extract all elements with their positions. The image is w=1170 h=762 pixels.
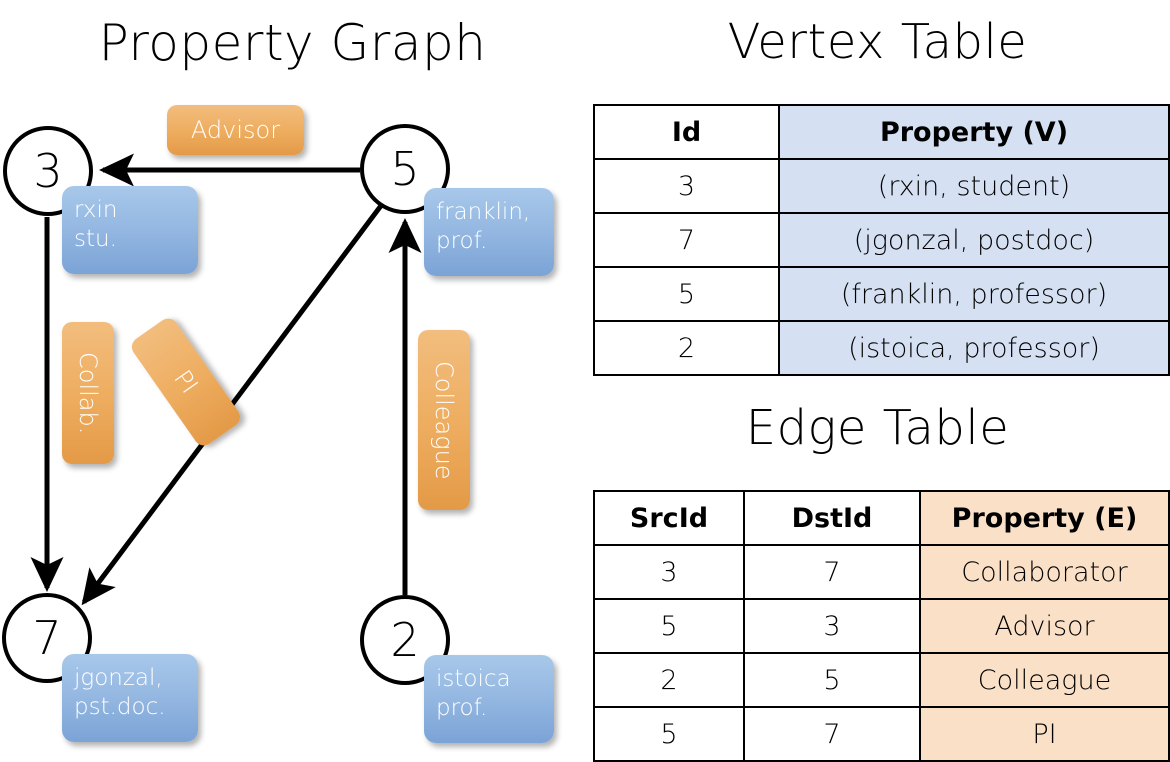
cell-id: 5	[593, 266, 780, 322]
edge-table: SrcId DstId Property (E) 3 7 Collaborato…	[593, 490, 1170, 762]
graph-node-label: 2	[390, 613, 420, 667]
table-row: 2 (istoica, professor)	[593, 320, 1170, 376]
cell-property: (istoica, professor)	[778, 320, 1170, 376]
cell-srcid: 5	[593, 706, 745, 762]
cell-dstid: 7	[743, 706, 921, 762]
cell-id: 7	[593, 212, 780, 268]
page-title-edge-table: Edge Table	[745, 400, 1010, 456]
table-header-row: Id Property (V)	[593, 104, 1170, 160]
cell-property: (jgonzal, postdoc)	[778, 212, 1170, 268]
cell-property: (rxin, student)	[778, 158, 1170, 214]
graph-node-label: 3	[33, 144, 63, 198]
cell-property: (franklin, professor)	[778, 266, 1170, 322]
cell-srcid: 5	[593, 598, 745, 654]
table-row: 3 7 Collaborator	[593, 544, 1170, 600]
table-row: 5 7 PI	[593, 706, 1170, 762]
vertex-property-box-7: jgonzal, pst.doc.	[62, 654, 198, 742]
cell-id: 2	[593, 320, 780, 376]
graph-node-label: 5	[390, 142, 420, 196]
table-header-row: SrcId DstId Property (E)	[593, 490, 1170, 546]
column-header-id: Id	[593, 104, 780, 160]
column-header-dstid: DstId	[743, 490, 921, 546]
vertex-property-box-3: rxin stu.	[62, 186, 198, 274]
vertex-property-box-5: franklin, prof.	[424, 188, 554, 276]
edge-label-advisor: Advisor	[167, 105, 304, 155]
edge-label-colleague: Colleague	[418, 330, 470, 510]
cell-srcid: 2	[593, 652, 745, 708]
cell-property: Advisor	[919, 598, 1170, 654]
table-row: 2 5 Colleague	[593, 652, 1170, 708]
table-row: 5 (franklin, professor)	[593, 266, 1170, 322]
graph-edge-arrows	[30, 153, 422, 606]
cell-dstid: 7	[743, 544, 921, 600]
cell-property: PI	[919, 706, 1170, 762]
page-title-property-graph: Property Graph	[98, 14, 487, 72]
vertex-table: Id Property (V) 3 (rxin, student) 7 (jgo…	[593, 104, 1170, 376]
edge-label-collab: Collab.	[62, 322, 114, 464]
table-row: 3 (rxin, student)	[593, 158, 1170, 214]
table-row: 7 (jgonzal, postdoc)	[593, 212, 1170, 268]
graph-node-label: 7	[32, 611, 62, 665]
edge-arrow-5-to-7	[81, 201, 386, 606]
cell-srcid: 3	[593, 544, 745, 600]
cell-dstid: 3	[743, 598, 921, 654]
graph-node-2[interactable]: 2	[360, 595, 450, 685]
page-title-vertex-table: Vertex Table	[727, 14, 1028, 70]
column-header-srcid: SrcId	[593, 490, 745, 546]
graph-node-5[interactable]: 5	[360, 124, 450, 214]
property-graph-diagram: 3 5 7 2 rxin stu. franklin, prof. jgonza…	[0, 0, 585, 760]
vertex-property-box-2: istoica prof.	[424, 655, 554, 743]
cell-id: 3	[593, 158, 780, 214]
column-header-property-e: Property (E)	[919, 490, 1170, 546]
cell-dstid: 5	[743, 652, 921, 708]
cell-property: Colleague	[919, 652, 1170, 708]
column-header-property-v: Property (V)	[778, 104, 1170, 160]
cell-property: Collaborator	[919, 544, 1170, 600]
table-row: 5 3 Advisor	[593, 598, 1170, 654]
